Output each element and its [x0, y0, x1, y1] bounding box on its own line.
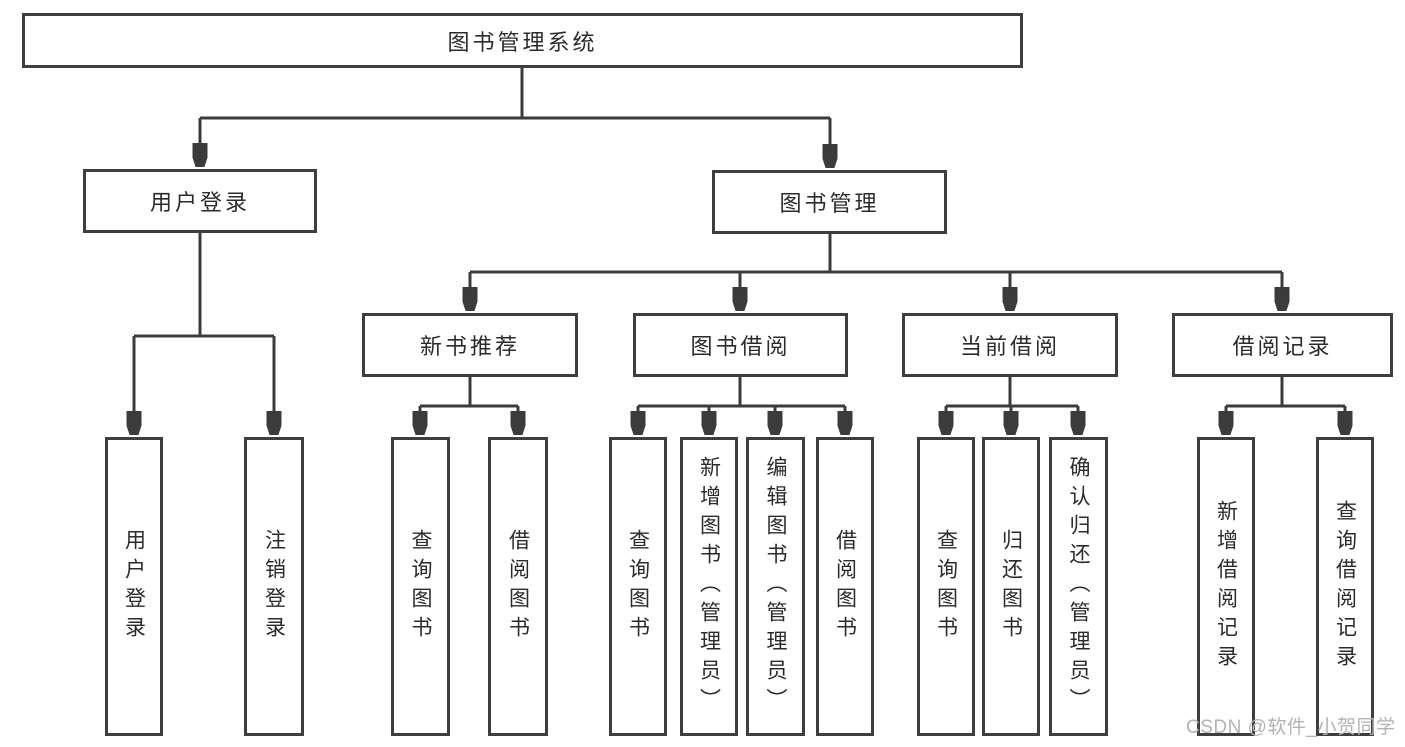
leaf-add-books-admin: 新增图书（管理员）	[680, 437, 738, 736]
node-label: 图书管理系统	[447, 29, 598, 55]
leaf-logout: 注销登录	[244, 437, 304, 736]
connector-new-book-recommend-to-leaves	[420, 377, 518, 434]
leaf-query-books-recommend: 查询图书	[391, 437, 450, 736]
node-user-login: 用户登录	[83, 169, 317, 233]
leaf-label: 用户登录	[122, 528, 146, 645]
leaf-label: 新增借阅记录	[1214, 499, 1238, 674]
leaf-confirm-return-admin: 确认归还（管理员）	[1049, 437, 1108, 736]
node-label: 当前借阅	[959, 334, 1060, 359]
leaf-label: 借阅图书	[506, 528, 530, 645]
node-label: 用户登录	[149, 190, 250, 215]
leaf-label: 归还图书	[999, 528, 1023, 645]
node-book-borrow: 图书借阅	[633, 313, 848, 377]
leaf-user-login: 用户登录	[105, 437, 163, 736]
node-label: 新书推荐	[419, 334, 520, 359]
leaf-borrow-books-recommend: 借阅图书	[488, 437, 548, 736]
leaf-label: 注销登录	[262, 528, 286, 645]
leaf-label: 查询借阅记录	[1333, 499, 1357, 674]
leaf-label: 查询图书	[934, 528, 958, 645]
connector-book-borrow-to-leaves	[638, 377, 845, 434]
leaf-label: 新增图书（管理员）	[697, 456, 721, 717]
node-library-management-system: 图书管理系统	[22, 13, 1023, 68]
connector-root-to-level2	[200, 68, 830, 167]
node-borrow-record: 借阅记录	[1172, 313, 1393, 377]
leaf-borrow-books: 借阅图书	[816, 437, 874, 736]
leaf-edit-books-admin: 编辑图书（管理员）	[746, 437, 805, 736]
leaf-query-books-borrow: 查询图书	[609, 437, 667, 736]
connector-current-borrow-to-leaves	[946, 377, 1078, 434]
leaf-label: 确认归还（管理员）	[1067, 456, 1090, 717]
node-book-management: 图书管理	[712, 170, 947, 234]
connector-user-login-to-leaves	[134, 233, 274, 434]
node-label: 图书借阅	[690, 334, 791, 359]
node-label: 图书管理	[779, 191, 880, 216]
leaf-label: 借阅图书	[833, 528, 857, 645]
connector-borrow-record-to-leaves	[1226, 377, 1345, 434]
leaf-label: 查询图书	[626, 528, 650, 645]
node-current-borrow: 当前借阅	[902, 313, 1118, 377]
leaf-add-borrow-record: 新增借阅记录	[1197, 437, 1255, 736]
leaf-label: 编辑图书（管理员）	[764, 456, 787, 717]
leaf-return-books: 归还图书	[982, 437, 1040, 736]
csdn-watermark: CSDN @软件_小贺同学	[1186, 717, 1396, 738]
leaf-label: 查询图书	[409, 528, 432, 645]
node-new-book-recommend: 新书推荐	[362, 313, 578, 377]
node-label: 借阅记录	[1232, 334, 1333, 359]
leaf-query-borrow-record: 查询借阅记录	[1316, 437, 1374, 736]
connector-book-management-to-level3	[470, 234, 1282, 310]
leaf-query-books-current: 查询图书	[917, 437, 975, 736]
